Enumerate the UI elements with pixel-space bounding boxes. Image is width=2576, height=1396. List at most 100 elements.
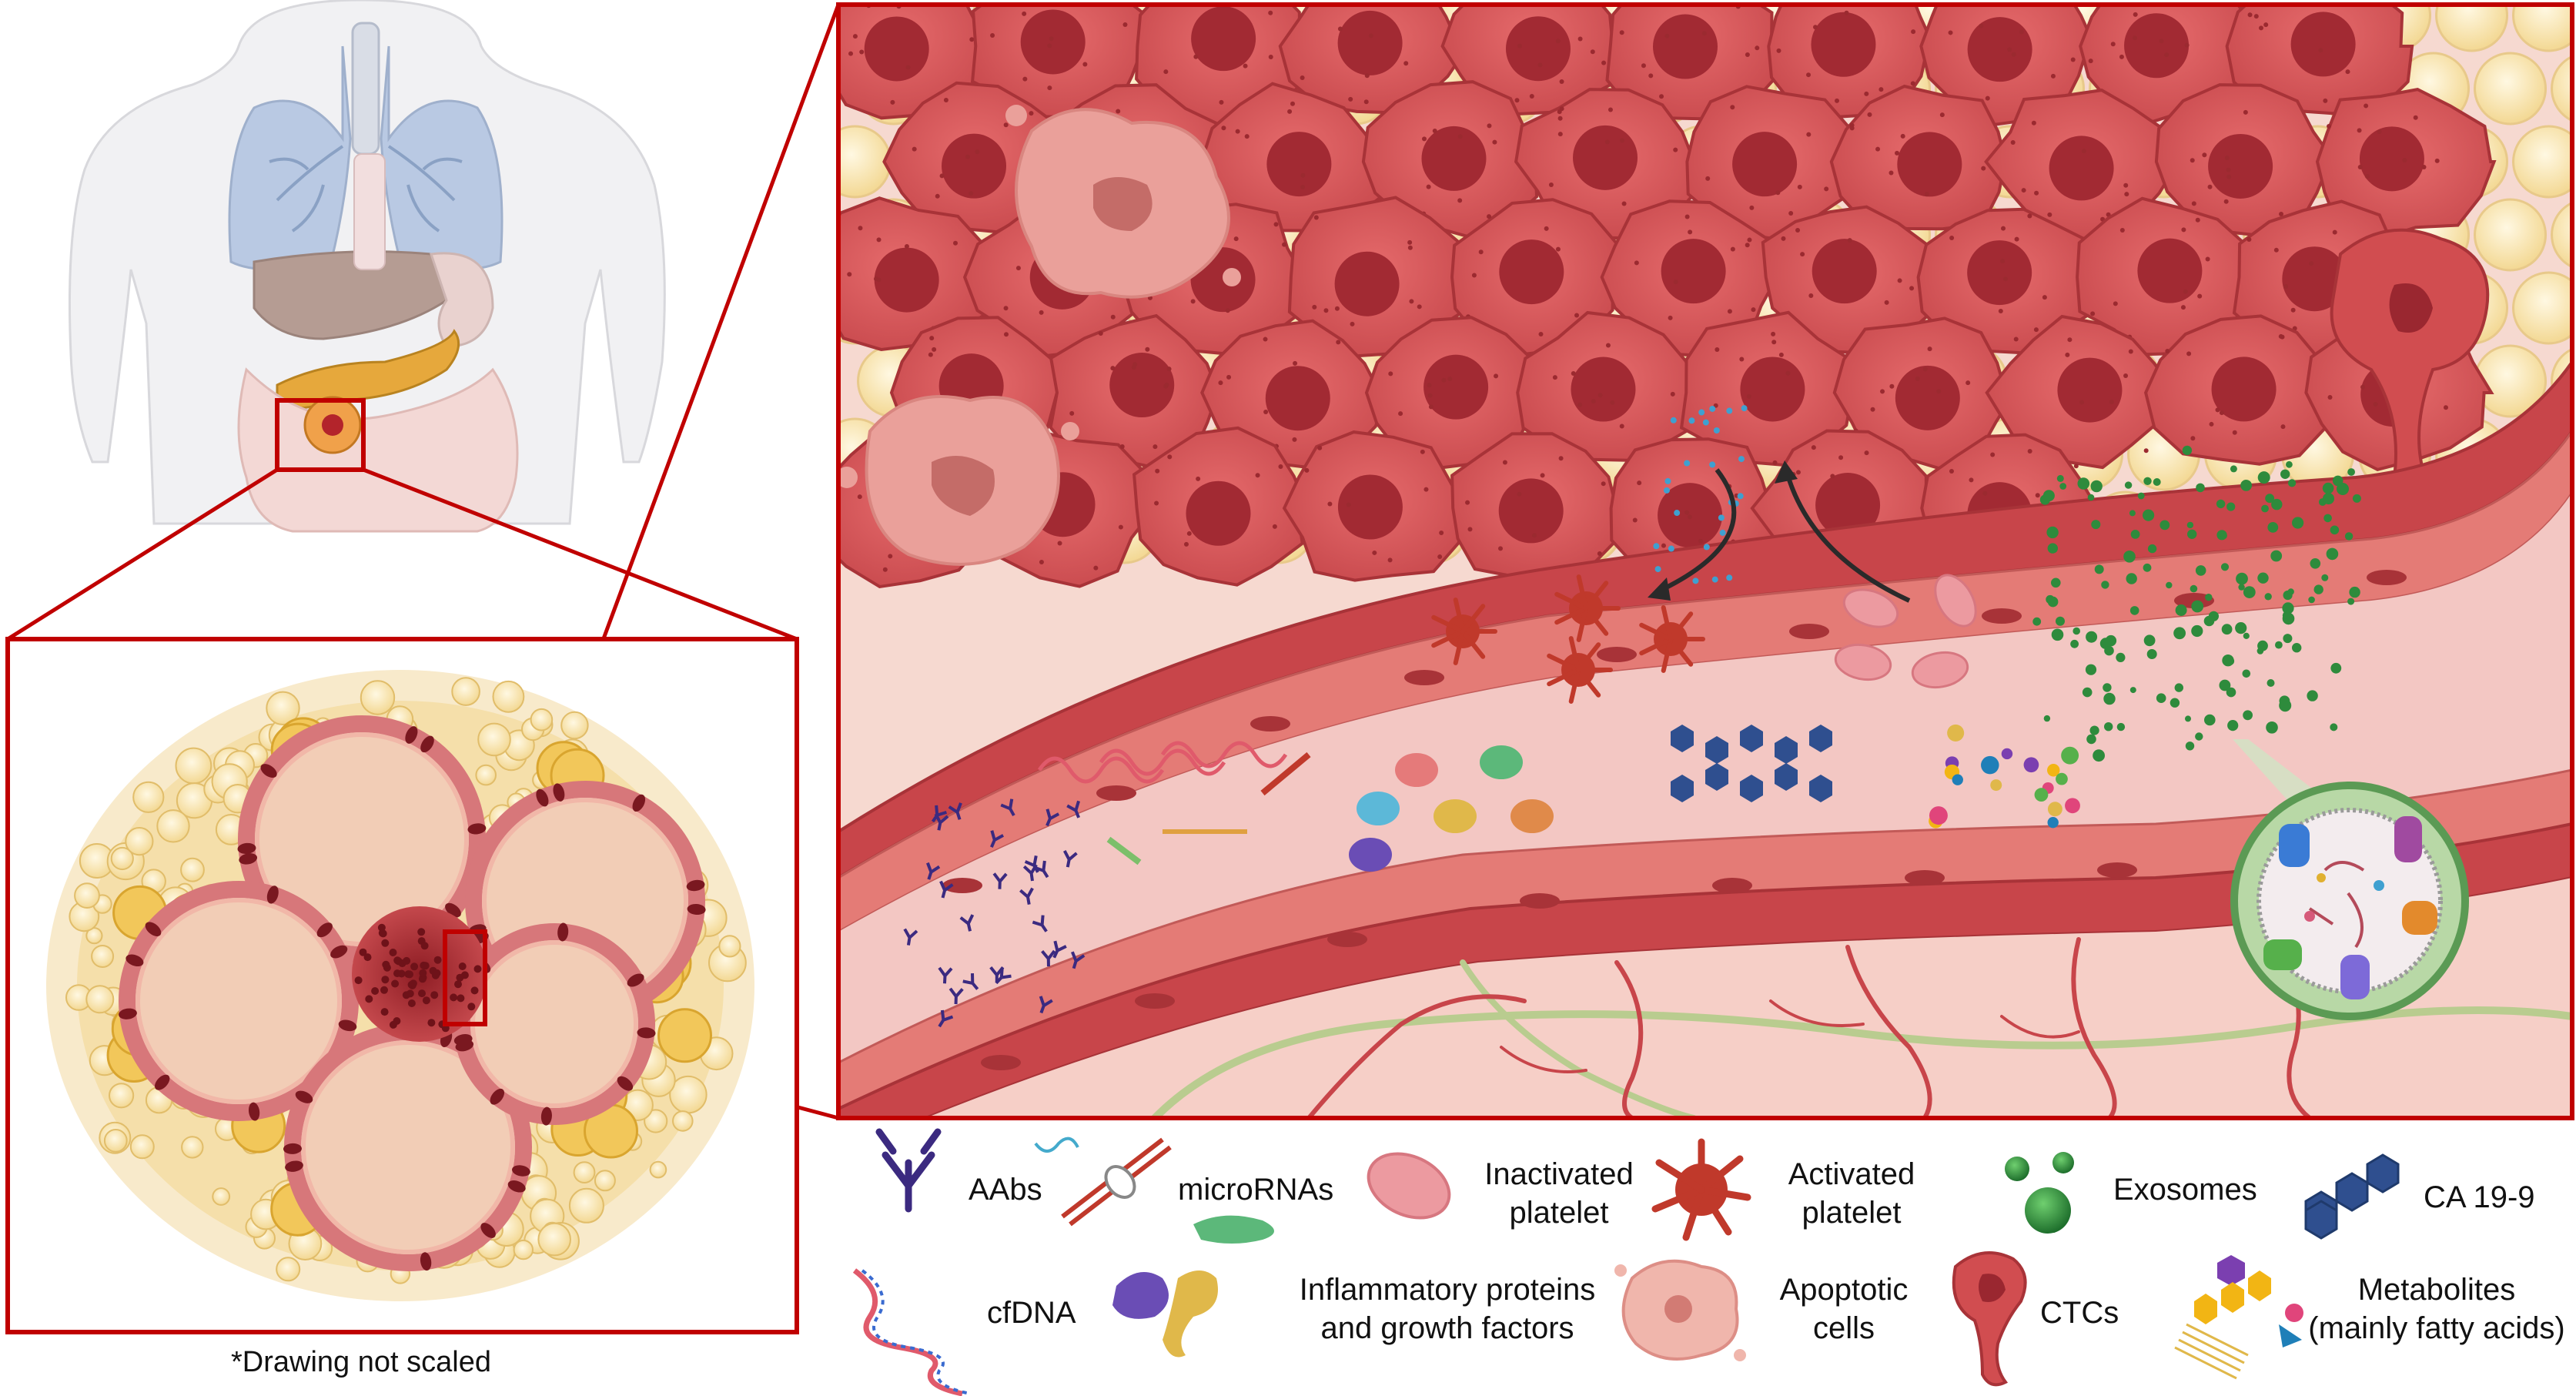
tumor-nucleus bbox=[1573, 125, 1638, 190]
exosome bbox=[2270, 550, 2283, 562]
antibody bbox=[992, 872, 1008, 889]
tumor-nucleus bbox=[1191, 6, 1256, 72]
ca199-molecule bbox=[1809, 725, 1832, 752]
exosome bbox=[2257, 572, 2269, 584]
tumor-nucleus bbox=[1967, 17, 2032, 82]
legend-exosomes: Exosomes bbox=[2113, 1173, 2257, 1207]
exosome bbox=[2082, 687, 2093, 698]
exosome bbox=[2056, 616, 2065, 626]
exosome bbox=[2146, 649, 2157, 659]
exosome bbox=[2257, 471, 2270, 484]
exosome bbox=[2047, 596, 2059, 608]
ca199-molecule bbox=[1775, 763, 1798, 791]
metabolite bbox=[1947, 724, 1965, 742]
exosome-icon bbox=[2005, 1152, 2074, 1234]
tumor-nucleus bbox=[2290, 12, 2356, 77]
exosome bbox=[2124, 481, 2133, 489]
acinar-lobules bbox=[119, 715, 706, 1271]
legend-inflammatory-line2: and growth factors bbox=[1320, 1311, 1574, 1345]
exosome bbox=[2051, 577, 2061, 588]
lungs bbox=[228, 22, 503, 271]
ca199-molecule bbox=[1740, 725, 1763, 752]
legend-micrornas: microRNAs bbox=[1178, 1173, 1334, 1207]
exosome bbox=[2344, 532, 2354, 541]
tumor-nucleus bbox=[1499, 239, 1564, 305]
tumor-nucleus bbox=[1811, 12, 1876, 77]
tumor-nucleus bbox=[874, 247, 939, 313]
antibody bbox=[1019, 887, 1034, 905]
exosome bbox=[2116, 652, 2126, 663]
exosome bbox=[2185, 742, 2195, 751]
exosome bbox=[2104, 722, 2113, 731]
legend-inflammatory-proteins: Inflammatory proteins and growth factors bbox=[1278, 1270, 1617, 1347]
exosome bbox=[2292, 643, 2302, 653]
tumor-nucleus bbox=[1732, 132, 1798, 197]
exosome bbox=[2195, 732, 2203, 741]
exosome bbox=[2166, 581, 2173, 589]
exosome bbox=[2093, 749, 2106, 762]
antibody bbox=[1052, 940, 1067, 959]
exosome bbox=[2170, 698, 2180, 708]
exosome bbox=[2089, 725, 2099, 735]
exosome bbox=[2073, 627, 2080, 635]
cfdna-strand bbox=[1160, 741, 1288, 768]
exosome bbox=[2182, 445, 2193, 456]
tumor-nucleus bbox=[2282, 246, 2347, 312]
exosome bbox=[2086, 631, 2098, 643]
activated-platelet bbox=[1554, 574, 1621, 642]
exosome bbox=[2205, 594, 2213, 601]
exosome bbox=[2226, 657, 2235, 665]
exosome bbox=[2175, 604, 2187, 616]
tumor-nucleus bbox=[1186, 480, 1251, 546]
exosome bbox=[2347, 598, 2355, 605]
exosome bbox=[2220, 563, 2230, 571]
metabolite bbox=[2001, 748, 2013, 760]
exosome bbox=[2047, 543, 2058, 554]
tumor-nucleus bbox=[1498, 478, 1564, 544]
microrna bbox=[1106, 836, 1142, 865]
ca199-molecule bbox=[1775, 736, 1798, 764]
metabolite bbox=[1929, 806, 1948, 825]
tumor-nucleus bbox=[1266, 132, 1332, 197]
ca199-icon bbox=[2304, 1153, 2400, 1240]
antibody bbox=[938, 1009, 954, 1028]
exosome bbox=[2321, 574, 2329, 581]
exosome bbox=[2091, 520, 2101, 530]
legend-cfdna: cfDNA bbox=[987, 1296, 1076, 1330]
tumor-nucleus bbox=[1020, 9, 1086, 75]
exosome-magnified bbox=[2230, 739, 2469, 1020]
adipocyte bbox=[657, 1008, 712, 1063]
legend-activated-platelet: Activated platelet bbox=[1767, 1155, 1936, 1232]
tumor-nucleus bbox=[1815, 473, 1881, 538]
cfdna-icon bbox=[852, 1268, 971, 1396]
ca199-molecule bbox=[1671, 775, 1694, 802]
exosome bbox=[2195, 565, 2206, 576]
exosome bbox=[2266, 721, 2278, 734]
exosome bbox=[2337, 483, 2349, 495]
microrna-icon bbox=[1034, 1137, 1172, 1227]
legend-aabs: AAbs bbox=[969, 1173, 1042, 1207]
antibody bbox=[962, 973, 979, 990]
exosome bbox=[2221, 624, 2233, 635]
endothelial-cells bbox=[942, 570, 2407, 1070]
metabolite bbox=[1981, 755, 1999, 775]
tumor-nucleus bbox=[2359, 126, 2424, 192]
antibody bbox=[939, 880, 954, 899]
exosome bbox=[2308, 596, 2315, 604]
antibody bbox=[1032, 915, 1048, 932]
ca199-molecule bbox=[1740, 775, 1763, 802]
exosome bbox=[2130, 530, 2140, 539]
antibody bbox=[903, 928, 918, 946]
antibody bbox=[1062, 850, 1078, 868]
protein bbox=[1349, 838, 1392, 872]
cfdna-strand bbox=[1037, 756, 1165, 784]
exosome bbox=[2323, 514, 2332, 523]
exosome bbox=[2153, 478, 2161, 486]
tumor-nucleus bbox=[2208, 133, 2273, 199]
activated-platelet bbox=[1547, 636, 1613, 704]
exosome bbox=[2219, 679, 2231, 691]
legend-activated-line2: platelet bbox=[1802, 1196, 1902, 1230]
metabolite bbox=[2061, 746, 2079, 765]
arrowhead bbox=[1775, 460, 1798, 484]
